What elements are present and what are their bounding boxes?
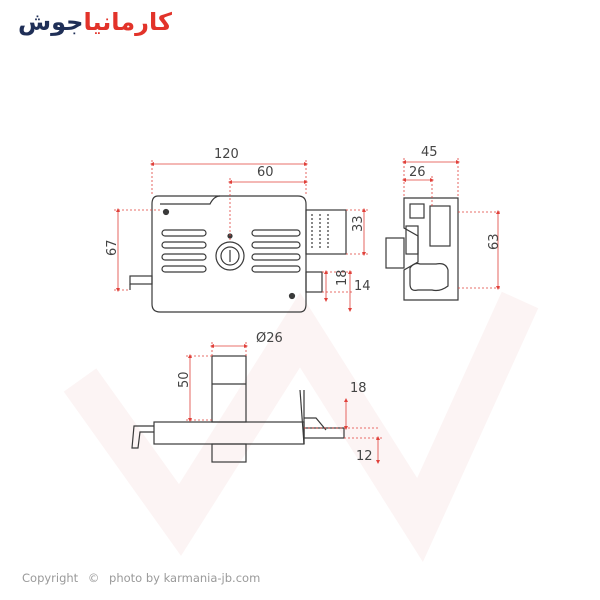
dim-bolt-spacing: 14 [354, 279, 371, 294]
lock-body [151, 195, 307, 313]
side-bolt [303, 427, 345, 439]
front-dimensions [114, 160, 368, 312]
footer-copyright: Copyright [22, 571, 79, 585]
dim-side-12: 12 [356, 449, 373, 464]
dim-height-body: 67 [105, 239, 120, 256]
dim-side-18: 18 [350, 381, 367, 396]
dim-strike-width: 45 [421, 145, 438, 160]
dim-strike-height: 63 [487, 233, 502, 250]
footer: Copyright © photo by karmania-jb.com [22, 571, 266, 585]
side-view [131, 355, 345, 463]
strike-dimensions [402, 158, 502, 290]
dim-cylinder-length: 50 [177, 371, 192, 388]
side-dimensions [186, 342, 382, 464]
dim-width-total: 120 [214, 147, 239, 162]
dim-strike-inner: 26 [409, 165, 426, 180]
key-cylinder [215, 241, 245, 271]
bolt-block [305, 209, 347, 255]
dim-bolt-height: 33 [351, 215, 366, 232]
screw-top [162, 208, 170, 216]
side-hook [131, 425, 154, 449]
slats-right [251, 229, 301, 273]
brand-name-part1: کارمانیا [83, 8, 172, 36]
dim-bolt-offset: 18 [335, 269, 350, 286]
dim-cylinder-diameter: Ø26 [256, 331, 283, 346]
brand-logo: کارمانیاجوش [18, 8, 172, 36]
footer-photo-by: photo by karmania-jb.com [109, 571, 261, 585]
slats-left [161, 229, 207, 273]
copyright-icon: © [87, 571, 100, 585]
front-view [129, 195, 347, 313]
watermark [63, 291, 539, 563]
dim-width-key: 60 [257, 165, 274, 180]
strike-plate [385, 197, 459, 301]
left-latch [129, 275, 153, 285]
brand-name-part2: جوش [18, 8, 84, 36]
screw-bottom [288, 292, 296, 300]
lower-bolt [305, 271, 323, 293]
